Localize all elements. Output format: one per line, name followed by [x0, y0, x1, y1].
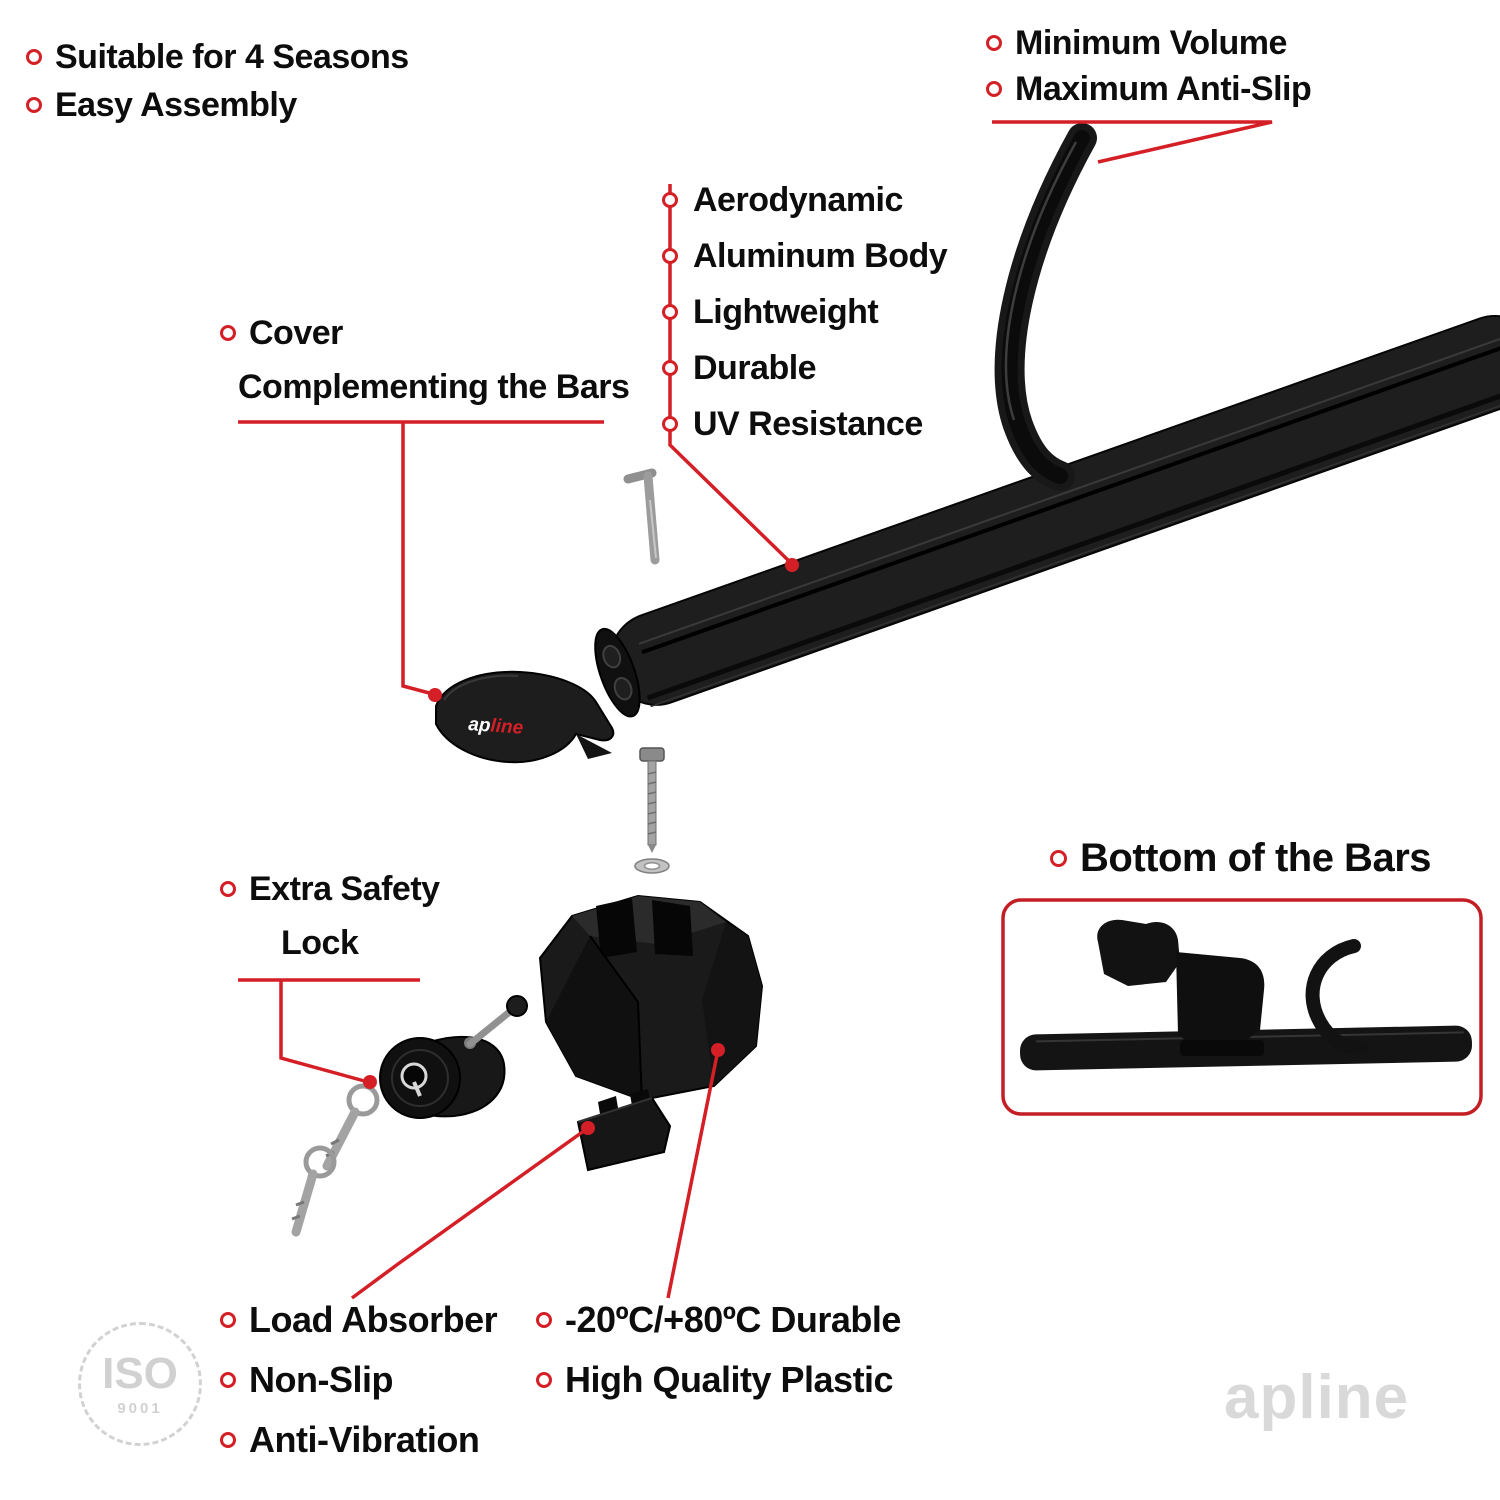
label-text: Lightweight [693, 292, 879, 331]
label-text: Extra Safety [249, 870, 440, 908]
bullet-icon [662, 360, 678, 376]
label-lock-line2: Lock [281, 924, 359, 962]
bullet-icon [26, 97, 42, 113]
iso-text: ISO [102, 1348, 178, 1398]
label-text: Bottom of the Bars [1080, 836, 1432, 880]
crossbar-illustration [594, 314, 1500, 718]
bullet-icon [220, 1312, 236, 1328]
label-extra-safety: Extra Safety [220, 870, 440, 908]
label-text: Aerodynamic [693, 180, 903, 219]
label-text: Suitable for 4 Seasons [55, 38, 409, 76]
label-temperature-durable: -20ºC/+80ºC Durable [536, 1299, 901, 1340]
bullet-icon [662, 248, 678, 264]
leader-dots [363, 558, 799, 1135]
keys-icon [291, 1083, 380, 1237]
label-text: Anti-Vibration [249, 1419, 480, 1460]
bullet-icon [662, 416, 678, 432]
bolt-icon [639, 747, 665, 853]
iso-number: 9001 [117, 1399, 163, 1417]
bullet-icon [26, 49, 42, 65]
label-text: Minimum Volume [1015, 24, 1287, 62]
label-text: Durable [693, 348, 817, 387]
leader-lines [238, 120, 1273, 1300]
label-anti-vibration: Anti-Vibration [220, 1419, 480, 1460]
washer-icon [634, 858, 670, 874]
label-aluminum-body: Aluminum Body [662, 228, 948, 284]
cover-piece: apline [435, 670, 615, 764]
label-minimum-volume: Minimum Volume [986, 24, 1287, 62]
label-non-slip: Non-Slip [220, 1359, 393, 1400]
rubber-strip [994, 123, 1097, 491]
bullet-icon [986, 35, 1002, 51]
label-text: High Quality Plastic [565, 1359, 894, 1400]
iso-circle-icon: ISO 9001 [78, 1322, 202, 1446]
label-durable: Durable [662, 340, 817, 396]
label-text: Cover [249, 314, 343, 352]
load-absorber-pad [576, 1089, 672, 1172]
brand-watermark: apline [1224, 1363, 1410, 1432]
label-text: UV Resistance [693, 404, 923, 443]
label-maximum-antislip: Maximum Anti-Slip [986, 70, 1312, 108]
allen-key-icon [623, 468, 660, 565]
bottom-bars-box [1001, 898, 1483, 1116]
label-text: -20ºC/+80ºC Durable [565, 1299, 901, 1340]
label-text: Load Absorber [249, 1299, 498, 1340]
bullet-icon [986, 81, 1002, 97]
label-text: Non-Slip [249, 1359, 393, 1400]
label-aerodynamic: Aerodynamic [662, 172, 903, 228]
bullet-icon [220, 1432, 236, 1448]
cover-logo: apline [468, 714, 525, 739]
label-load-absorber: Load Absorber [220, 1299, 498, 1340]
bullet-icon [536, 1312, 552, 1328]
label-cover-line2: Complementing the Bars [238, 368, 630, 406]
bullet-icon [220, 1372, 236, 1388]
label-lightweight: Lightweight [662, 284, 879, 340]
label-suitable-seasons: Suitable for 4 Seasons [26, 38, 409, 76]
iso-9001-watermark: ISO 9001 [78, 1322, 202, 1446]
label-text: Aluminum Body [693, 236, 948, 275]
label-text: Easy Assembly [55, 86, 297, 124]
bullet-icon [1050, 850, 1067, 867]
bullet-icon [662, 192, 678, 208]
label-uv-resistance: UV Resistance [662, 396, 923, 452]
bullet-icon [220, 881, 236, 897]
bullet-icon [662, 304, 678, 320]
label-text: Maximum Anti-Slip [1015, 70, 1312, 108]
security-lock [379, 995, 528, 1119]
cover-logo-line: line [490, 716, 525, 739]
bullet-icon [536, 1372, 552, 1388]
foot-mount [538, 894, 764, 1102]
bullet-icon [220, 325, 236, 341]
cover-logo-ap: ap [468, 714, 492, 736]
keyhole-icon [400, 1062, 428, 1090]
label-bottom-of-bars: Bottom of the Bars [1050, 836, 1432, 881]
label-cover: Cover [220, 314, 343, 352]
label-easy-assembly: Easy Assembly [26, 86, 297, 124]
label-high-quality-plastic: High Quality Plastic [536, 1359, 894, 1400]
